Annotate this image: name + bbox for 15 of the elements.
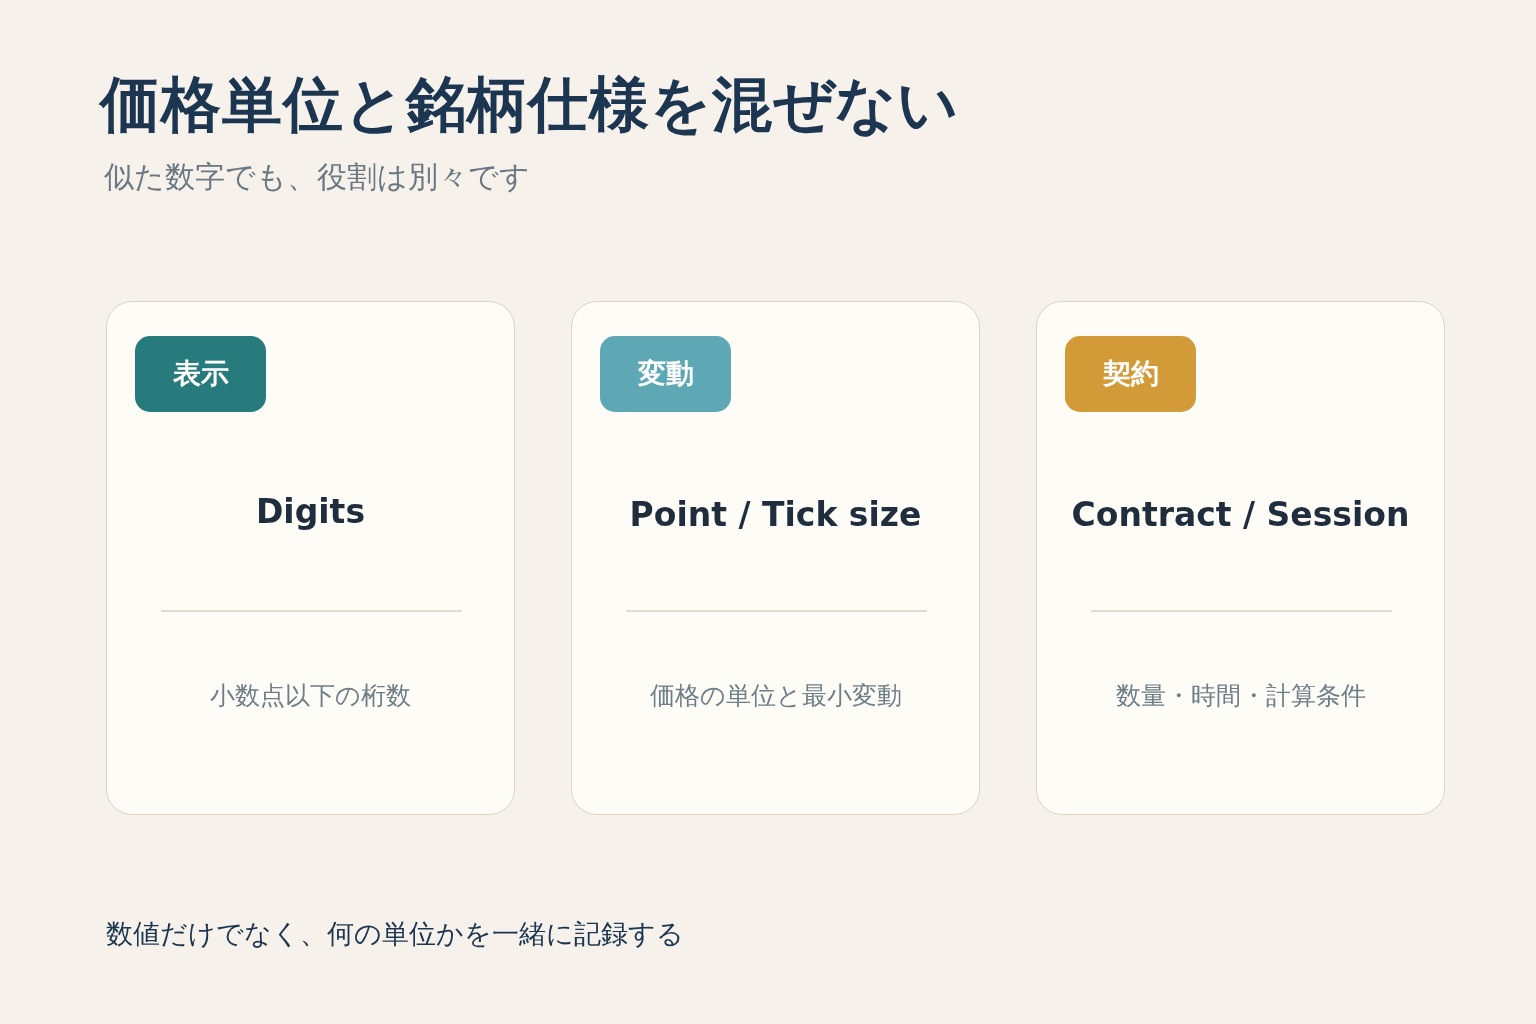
subtitle: 似た数字でも、役割は別々です [104, 158, 530, 196]
card-heading: Contract / Session [1071, 495, 1410, 535]
card-description: 小数点以下の桁数 [210, 680, 411, 712]
info-card [106, 301, 515, 815]
title: 価格単位と銘柄仕様を混ぜない [100, 68, 959, 140]
category-tag: 表示 [135, 336, 266, 412]
card-description: 数量・時間・計算条件 [1115, 680, 1366, 712]
card-heading: Point / Tick size [629, 495, 922, 535]
info-card [571, 301, 980, 815]
card-description: 価格の単位と最小変動 [649, 680, 902, 712]
category-tag: 契約 [1065, 336, 1196, 412]
footer-note: 数値だけでなく、何の単位かを一緒に記録する [106, 917, 684, 951]
info-card [1036, 301, 1445, 815]
card-heading: Digits [255, 492, 366, 532]
category-tag: 変動 [600, 336, 731, 412]
